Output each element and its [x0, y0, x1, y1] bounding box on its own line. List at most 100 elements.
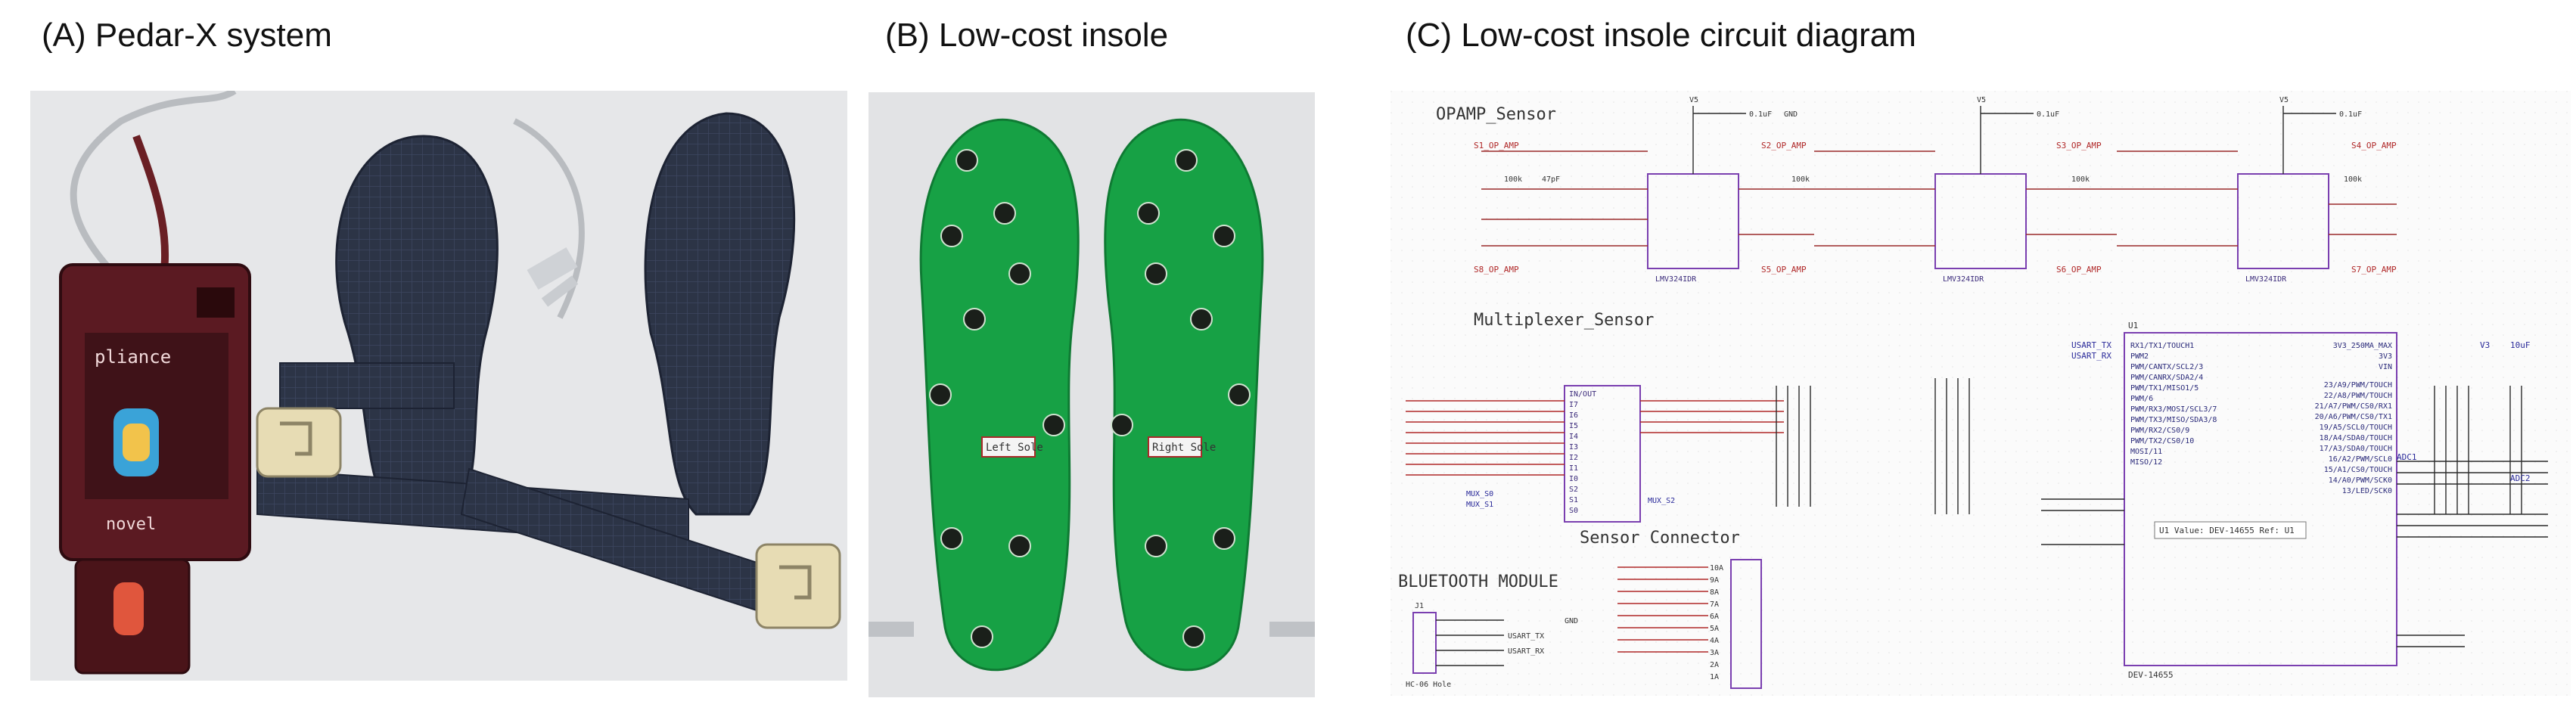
- adc1-net: ADC1: [2397, 452, 2417, 462]
- mux-pin-8: I0: [1569, 475, 1578, 483]
- pedar-x-photo: pliance novel: [30, 91, 847, 681]
- mcu-left-pin-10: MOSI/11: [2130, 448, 2162, 456]
- mux-pin-3: I5: [1569, 422, 1578, 430]
- net-s2: S2_OP_AMP: [1761, 141, 1807, 150]
- left-insole-tag: Left Sole: [986, 442, 1043, 454]
- device-brand: pliance: [95, 346, 171, 368]
- mux-pin-7: I1: [1569, 464, 1578, 473]
- mux-pin-4: I4: [1569, 433, 1578, 441]
- conn-pin-4: 6A: [1710, 613, 1719, 621]
- conn-pin-1: 9A: [1710, 576, 1719, 585]
- sensor-connector: [1730, 559, 1762, 689]
- opamp1-part: LMV324IDR: [1655, 275, 1697, 284]
- adc2-net: ADC2: [2510, 473, 2531, 483]
- mcu-part: DEV-14655: [2128, 670, 2174, 680]
- conn-pin-7: 3A: [1710, 649, 1719, 657]
- vcc-label-3: V5: [2279, 96, 2289, 104]
- conn-pin-8: 2A: [1710, 661, 1719, 669]
- mcu-right-pin-2: VIN: [2379, 363, 2392, 371]
- insole-illustration: Left Sole Right Sole: [869, 92, 1315, 697]
- bluetooth-section-title: BLUETOOTH MODULE: [1398, 573, 1558, 591]
- mcu-left-pin-8: PWM/RX2/CS0/9: [2130, 427, 2189, 435]
- low-cost-insole-photo: Left Sole Right Sole: [869, 92, 1315, 697]
- net-s3: S3_OP_AMP: [2056, 141, 2102, 150]
- mcu-left-pin-6: PWM/RX3/MOSI/SCL3/7: [2130, 405, 2217, 414]
- mux-net-s0: MUX_S0: [1466, 490, 1493, 498]
- mcu-right-pin-3: 23/A9/PWM/TOUCH: [2324, 381, 2392, 389]
- mux-pin-9: S2: [1569, 486, 1578, 494]
- bluetooth-module: [1412, 612, 1504, 674]
- mux-pin-1: I7: [1569, 401, 1578, 409]
- conn-pin-6: 4A: [1710, 637, 1719, 645]
- mcu-right-pin-0: 3V3_250MA_MAX: [2333, 342, 2392, 350]
- bt-uart-rx: USART_RX: [1508, 647, 1544, 656]
- mcu-right-pin-6: 20/A6/PWM/CS0/TX1: [2315, 413, 2392, 421]
- mcu-right-pin-1: 3V3: [2379, 352, 2392, 361]
- mcu-left-pin-4: PWM/TX1/MISO1/5: [2130, 384, 2198, 393]
- net-s6: S6_OP_AMP: [2056, 265, 2102, 275]
- mcu-left-pin-5: PWM/6: [2130, 395, 2153, 403]
- mux-pin-0: IN/OUT: [1569, 390, 1596, 399]
- cap1-value: 0.1uF: [1749, 110, 1772, 119]
- mcu-right-pin-8: 18/A4/SDA0/TOUCH: [2320, 434, 2392, 442]
- mcu-right-pin-4: 22/A8/PWM/TOUCH: [2324, 392, 2392, 400]
- pedar-device: pliance novel: [59, 263, 251, 675]
- bt-part: HC-06 Hole: [1406, 681, 1451, 689]
- cap4-value: 47pF: [1542, 175, 1560, 184]
- conn-pin-3: 7A: [1710, 600, 1719, 609]
- mcu-left-pin-0: RX1/TX1/TOUCH1: [2130, 342, 2194, 350]
- mcu-left-pin-1: PWM2: [2130, 352, 2149, 361]
- mux-net-s1: MUX_S1: [1466, 501, 1493, 509]
- bt-gnd: GND: [1565, 617, 1578, 625]
- right-sensor-mat: [644, 112, 796, 516]
- res4-value: 100k: [2344, 175, 2362, 184]
- mcu-left-pin-9: PWM/TX2/CS0/10: [2130, 437, 2194, 445]
- cap-10u-label: 10uF: [2510, 340, 2531, 350]
- res1-value: 100k: [1504, 175, 1522, 184]
- mux-pin-5: I3: [1569, 443, 1578, 451]
- cap3-value: 0.1uF: [2339, 110, 2362, 119]
- mcu-left-pin-3: PWM/CANRX/SDA2/4: [2130, 374, 2203, 382]
- conn-pin-2: 8A: [1710, 588, 1719, 597]
- connector-section-title: Sensor Connector: [1580, 529, 1740, 548]
- net-s5: S5_OP_AMP: [1761, 265, 1807, 275]
- cap2-value: 0.1uF: [2037, 110, 2059, 119]
- net-s4: S4_OP_AMP: [2351, 141, 2397, 150]
- mcu-right-pin-12: 14/A0/PWM/SCK0: [2329, 476, 2392, 485]
- net-s1: S1_OP_AMP: [1474, 141, 1519, 150]
- pedar-x-illustration: pliance novel: [30, 91, 847, 681]
- right-insole-tag: Right Sole: [1152, 442, 1216, 454]
- uart-tx-net: USART_TX: [2071, 340, 2111, 350]
- vcc-label-2: V5: [1977, 96, 1986, 104]
- mcu-note: U1 Value: DEV-14655 Ref: U1: [2159, 526, 2295, 535]
- panel-b-title: (B) Low-cost insole: [885, 17, 1169, 54]
- mcu-left-pin-11: MISO/12: [2130, 458, 2162, 467]
- opamp2-part: LMV324IDR: [1943, 275, 1984, 284]
- mcu-right-pin-9: 17/A3/SDA0/TOUCH: [2320, 445, 2392, 453]
- mcu-left-pin-2: PWM/CANTX/SCL2/3: [2130, 363, 2203, 371]
- mux-pin-11: S0: [1569, 507, 1578, 515]
- conn-pin-5: 5A: [1710, 625, 1719, 633]
- panel-c-title: (C) Low-cost insole circuit diagram: [1406, 17, 1916, 54]
- uart-rx-net: USART_RX: [2071, 351, 2111, 361]
- mux-pin-2: I6: [1569, 411, 1578, 420]
- schematic: OPAMP_Sensor Multiplexer_Sensor Sensor C…: [1391, 91, 2571, 696]
- mcu-right-pin-11: 15/A1/CS0/TOUCH: [2324, 466, 2392, 474]
- panel-a-title: (A) Pedar-X system: [42, 17, 332, 54]
- vcc-label-1: V5: [1689, 96, 1698, 104]
- mcu-right-pin-10: 16/A2/PWM/SCL0: [2329, 455, 2392, 464]
- conn-pin-0: 10A: [1710, 564, 1723, 573]
- net-s8: S8_OP_AMP: [1474, 265, 1519, 275]
- bt-ref: J1: [1415, 602, 1424, 610]
- res2-value: 100k: [1791, 175, 1810, 184]
- bt-uart-tx: USART_TX: [1508, 632, 1544, 641]
- res3-value: 100k: [2071, 175, 2090, 184]
- mux-section-title: Multiplexer_Sensor: [1474, 311, 1654, 330]
- circuit-diagram: OPAMP_Sensor Multiplexer_Sensor Sensor C…: [1391, 91, 2571, 696]
- gnd-label-1: GND: [1784, 110, 1798, 119]
- mcu-ref: U1: [2128, 321, 2138, 330]
- vref-label: V3: [2480, 340, 2490, 350]
- opamp3-part: LMV324IDR: [2245, 275, 2287, 284]
- device-logo: novel: [106, 515, 156, 534]
- conn-pin-9: 1A: [1710, 673, 1719, 681]
